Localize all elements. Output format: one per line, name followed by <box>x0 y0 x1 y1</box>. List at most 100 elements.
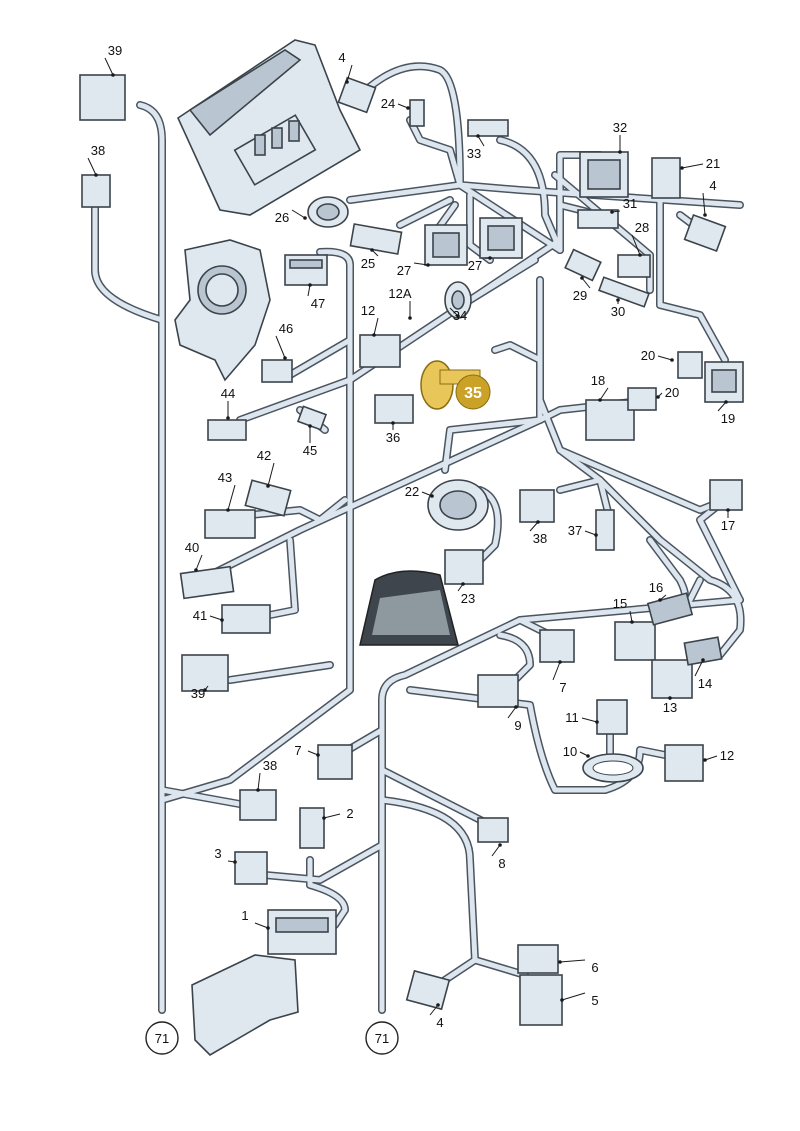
leader-line <box>291 209 306 219</box>
callout-label: 12 <box>720 748 734 763</box>
callout-label: 20 <box>641 348 655 363</box>
callout-label: 25 <box>361 256 375 271</box>
callout-c4a: 4 <box>338 50 353 84</box>
callout-c22: 22 <box>405 484 434 499</box>
leader-dot <box>194 568 198 572</box>
connector-18 <box>585 399 635 441</box>
connector-39a <box>79 74 126 121</box>
leader-dot <box>226 508 230 512</box>
connector-16 <box>646 592 694 626</box>
connector-27b <box>479 217 523 259</box>
callout-c13: 13 <box>663 696 677 715</box>
connector-44-plug <box>207 419 247 441</box>
callout-label: 7 <box>294 743 301 758</box>
connector-3 <box>234 851 268 885</box>
leader-dot <box>256 788 260 792</box>
callout-c7b: 7 <box>294 743 320 758</box>
callout-label: 34 <box>453 308 467 323</box>
callout-c24: 24 <box>381 96 410 111</box>
leader-dot <box>408 316 412 320</box>
callout-label: 8 <box>498 856 505 871</box>
leader-dot <box>558 960 562 964</box>
leader-line <box>631 234 641 256</box>
callout-label: 27 <box>468 258 482 273</box>
callout-label: 4 <box>338 50 345 65</box>
leader-dot <box>703 213 707 217</box>
connector-13 <box>651 659 693 699</box>
callout-c39a: 39 <box>104 43 122 77</box>
leader-line <box>477 135 485 147</box>
leader-line <box>449 307 459 317</box>
callout-label: 18 <box>591 373 605 388</box>
ref-circle-center: 71 <box>365 1021 399 1055</box>
leader-dot <box>536 520 540 524</box>
leader-dot <box>514 705 518 709</box>
callout-c37: 37 <box>568 523 598 538</box>
callout-label: 4 <box>709 178 716 193</box>
leader-line <box>559 959 586 963</box>
leader-dot <box>203 688 207 692</box>
connector-12-lower <box>664 744 704 782</box>
leader-dot <box>303 216 307 220</box>
callout-label: 38 <box>91 143 105 158</box>
callout-c10: 10 <box>563 744 590 759</box>
leader-dot <box>558 660 562 664</box>
callout-c18: 18 <box>591 373 609 402</box>
connector-4-top-right <box>683 213 727 253</box>
leader-dot <box>670 358 674 362</box>
callout-label: 17 <box>721 518 735 533</box>
callout-c38a: 38 <box>87 143 105 177</box>
callout-c29: 29 <box>573 276 591 303</box>
callout-label: 13 <box>663 700 677 715</box>
connector-38a <box>81 174 111 208</box>
callout-c4c: 4 <box>429 1003 444 1030</box>
sensor-37 <box>595 509 615 551</box>
connector-8 <box>477 817 509 843</box>
leader-dot <box>266 484 270 488</box>
callout-label: 4 <box>436 1015 443 1030</box>
leader-line <box>702 192 706 216</box>
leader-line <box>599 387 609 401</box>
connector-26 <box>307 196 349 228</box>
callout-c38b: 38 <box>529 520 547 546</box>
leader-dot <box>618 150 622 154</box>
connector-47 <box>284 254 328 286</box>
callout-label: 9 <box>514 718 521 733</box>
callout-c27a: 27 <box>397 262 430 278</box>
callout-label: 38 <box>263 758 277 773</box>
leader-line <box>657 355 673 361</box>
connector-33 <box>467 119 509 137</box>
leader-dot <box>586 754 590 758</box>
leader-dot <box>226 416 230 420</box>
leader-dot <box>701 658 705 662</box>
leader-dot <box>610 210 614 214</box>
leader-line <box>681 163 704 169</box>
callout-label: 39 <box>191 686 205 701</box>
callout-c33: 33 <box>467 134 485 161</box>
connector-29 <box>564 248 602 282</box>
ref-circle-left: 71 <box>145 1021 179 1055</box>
callout-label: 22 <box>405 484 419 499</box>
leader-dot <box>595 720 599 724</box>
leader-dot <box>391 421 395 425</box>
callout-c36: 36 <box>386 421 400 445</box>
callout-c12A: 12A <box>388 286 412 320</box>
leader-line <box>581 717 598 723</box>
connector-46 <box>261 359 293 383</box>
clip-20a <box>677 351 703 379</box>
callout-c45: 45 <box>303 424 317 458</box>
leader-line <box>195 554 203 571</box>
connector-6 <box>517 944 559 974</box>
connector-38b <box>519 489 555 523</box>
callout-label: 24 <box>381 96 395 111</box>
connector-24 <box>409 99 425 127</box>
callout-label: 37 <box>568 523 582 538</box>
leader-dot <box>724 400 728 404</box>
callout-label: 29 <box>573 288 587 303</box>
callout-c9: 9 <box>507 705 522 733</box>
sensor-45 <box>296 405 328 431</box>
leader-dot <box>616 298 620 302</box>
callout-label: 2 <box>346 806 353 821</box>
